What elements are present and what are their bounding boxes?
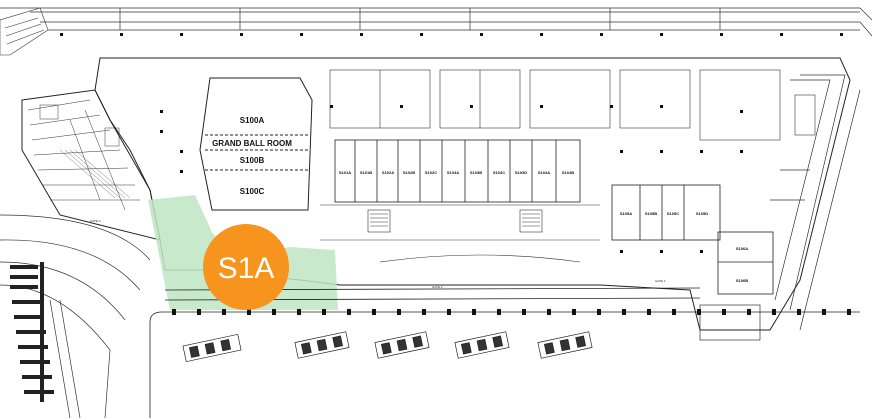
gate-3-label: GATE 3 xyxy=(90,219,101,223)
room-label: S105C xyxy=(667,211,679,216)
stair-northwest xyxy=(0,7,49,56)
room-s106b-label: S106B xyxy=(736,278,748,283)
meeting-room-labels: S101A S101B S102A S102B S102C S103A S103… xyxy=(339,170,574,175)
foyer-stairs xyxy=(370,213,540,227)
west-wing-hatch xyxy=(59,149,131,199)
room-label: S103B xyxy=(470,170,482,175)
west-wing xyxy=(27,99,140,211)
gate-1-label: GATE 1 xyxy=(655,279,666,283)
room-label: S104B xyxy=(562,170,574,175)
room-label: S105D xyxy=(696,211,708,216)
room-label: S103C xyxy=(493,170,505,175)
room-label: S105A xyxy=(620,211,632,216)
grand-ball-room xyxy=(199,77,313,211)
corridor-columns xyxy=(60,33,843,36)
room-label: S101B xyxy=(360,170,372,175)
grand-ball-room-label: GRAND BALL ROOM xyxy=(212,139,292,148)
room-s100b-label: S100B xyxy=(240,156,265,165)
east-wing xyxy=(699,74,861,341)
room-label: S101A xyxy=(339,170,351,175)
s106-rooms xyxy=(717,231,774,295)
north-corridor xyxy=(0,7,872,37)
west-seating xyxy=(10,262,54,402)
bollards xyxy=(172,309,851,315)
room-s106a-label: S106A xyxy=(736,246,748,251)
vehicles xyxy=(182,331,593,363)
room-s100a-label: S100A xyxy=(240,116,265,125)
room-label: S102B xyxy=(403,170,415,175)
room-label: S103A xyxy=(447,170,459,175)
s1a-zone xyxy=(148,195,338,310)
room-label: S105B xyxy=(645,211,657,216)
room-s100c-label: S100C xyxy=(240,187,265,196)
s1a-location-marker[interactable]: S1A xyxy=(203,224,289,310)
s1a-badge-label: S1A xyxy=(218,252,275,285)
foyer xyxy=(320,204,600,263)
s1a-badge-circle[interactable] xyxy=(203,224,289,310)
room-label: S104A xyxy=(538,170,550,175)
meeting-room-row xyxy=(334,139,581,203)
room-label: S102A xyxy=(382,170,394,175)
s105-rooms xyxy=(611,184,721,241)
columns xyxy=(160,105,743,253)
parking-bay-edge xyxy=(149,311,860,418)
room-label: S103D xyxy=(515,170,527,175)
north-rooms xyxy=(329,69,816,141)
room-label: S102C xyxy=(425,170,437,175)
gate-2-label: GATE 2 xyxy=(432,285,443,289)
